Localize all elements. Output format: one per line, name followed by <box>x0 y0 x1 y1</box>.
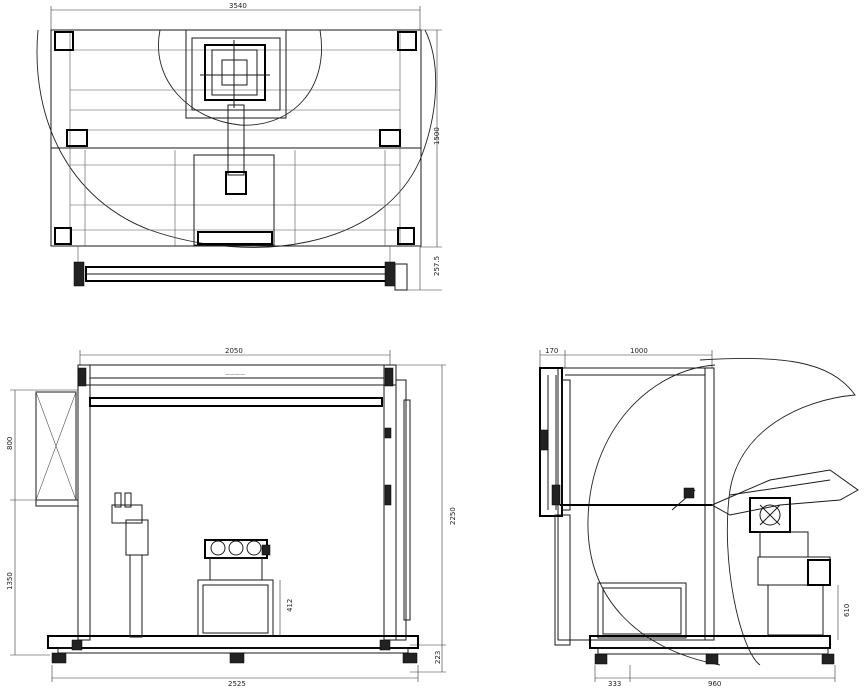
front-top-width-label: 2050 <box>225 347 243 355</box>
front-base-right-label: 223 <box>434 651 442 664</box>
plan-height-label: 1500 <box>433 127 441 145</box>
side-bottom-right-label: 960 <box>708 680 721 688</box>
robot-mount-plate <box>185 29 287 119</box>
front-left-post <box>77 364 91 641</box>
side-bottom-left-label: 333 <box>608 680 621 688</box>
corner-post <box>54 31 74 51</box>
plan-offset-label: 257.5 <box>433 256 441 276</box>
side-top-width-label: 1000 <box>630 347 648 355</box>
reach-envelope-arc <box>36 29 437 248</box>
side-box-height-label: 610 <box>843 604 851 617</box>
plan-width-label: 3540 <box>229 2 247 10</box>
plan-view: 3540 <box>36 2 442 291</box>
svg-text:————: ———— <box>225 372 245 378</box>
front-base-plate <box>47 635 419 649</box>
side-elevation: 170 1000 <box>539 347 859 688</box>
robot-base-top <box>204 44 266 101</box>
front-base-width-label: 2525 <box>228 680 246 688</box>
front-elevation: 2050 800 1350 ———— 2250 223 <box>6 347 457 688</box>
front-fixture-height-label: 412 <box>286 599 294 612</box>
side-top-left-label: 170 <box>545 347 558 355</box>
front-fixture-box <box>197 579 274 637</box>
front-upper-left-label: 800 <box>6 437 14 450</box>
front-total-height-label: 2250 <box>449 507 457 525</box>
front-lower-left-label: 1350 <box>6 572 14 590</box>
plan-lower-frame <box>50 147 422 247</box>
side-robot-arm <box>671 469 859 636</box>
side-reach-envelope <box>699 357 856 666</box>
robot-arm-plan <box>227 104 245 176</box>
